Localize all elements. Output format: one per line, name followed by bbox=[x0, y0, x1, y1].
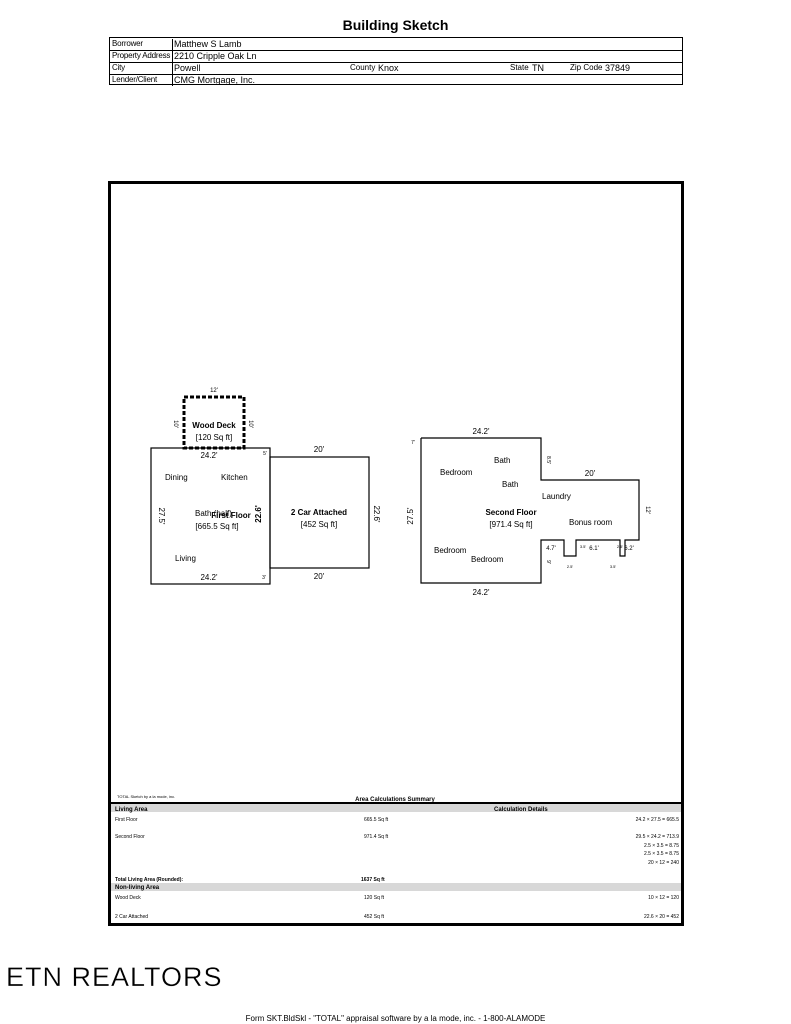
first-floor-row-label: First Floor bbox=[115, 817, 138, 823]
deck-left-dim: 10' bbox=[172, 420, 178, 428]
bump-two-dim: 6.1' bbox=[589, 546, 599, 552]
borrower-label: Borrower bbox=[112, 39, 173, 50]
zip-label: Zip Code bbox=[570, 63, 603, 72]
room-laundry: Laundry bbox=[542, 492, 571, 501]
deck-top-dim: 12' bbox=[210, 388, 218, 394]
address-row: Property Address 2210 Cripple Oak Ln bbox=[110, 50, 682, 63]
page-title: Building Sketch bbox=[342, 17, 449, 33]
bump-depth-two-dim: 3.5' bbox=[580, 544, 587, 549]
second-floor-left-small-dim: 7' bbox=[411, 440, 415, 446]
first-floor-bottom-dim: 24.2' bbox=[200, 573, 218, 582]
garage-name: 2 Car Attached bbox=[291, 508, 347, 517]
second-floor-notch-dim: 8.5' bbox=[545, 456, 551, 464]
room-bedroom-lower: Bedroom bbox=[471, 555, 504, 564]
nonliving-header: Non-living Area bbox=[115, 885, 160, 891]
living-header-bar bbox=[111, 804, 681, 812]
garage-outline bbox=[269, 456, 370, 569]
second-floor-calc-2: 2.5 × 3.5 = 8.75 bbox=[644, 843, 679, 849]
second-floor-calc-3: 2.5 × 3.5 = 8.75 bbox=[644, 851, 679, 857]
room-bedroom-lower-left: Bedroom bbox=[434, 546, 467, 555]
garage-bottom-dim: 20' bbox=[314, 572, 325, 581]
footer-note: Form SKT.BldSkl - "TOTAL" appraisal soft… bbox=[245, 1014, 546, 1023]
lender-row: Lender/Client CMG Mortgage, Inc. bbox=[110, 74, 682, 86]
bump-width-dim: 2.5' bbox=[567, 564, 574, 569]
garage-row-calc: 22.6 × 20 = 452 bbox=[644, 914, 679, 920]
wood-deck-row-calc: 10 × 12 = 120 bbox=[648, 895, 679, 901]
first-floor-area: [665.5 Sq ft] bbox=[195, 522, 238, 531]
sketch-frame: 12' 10' 10' Wood Deck [120 Sq ft] 24.2' … bbox=[108, 181, 684, 926]
second-floor-lower-inner-dim: 9' bbox=[545, 560, 551, 564]
room-kitchen: Kitchen bbox=[221, 473, 248, 482]
first-floor-bottom-small-dim: 3' bbox=[262, 575, 266, 581]
deck-name: Wood Deck bbox=[192, 421, 236, 430]
room-bath-mid: Bath bbox=[502, 480, 518, 489]
county-label: County bbox=[350, 63, 376, 72]
second-floor-row-area: 971.4 Sq ft bbox=[364, 834, 389, 840]
city-row: City Powell County Knox State TN Zip Cod… bbox=[110, 62, 682, 75]
first-floor-row-area: 665.5 Sq ft bbox=[364, 817, 389, 823]
property-header-table: Borrower Matthew S Lamb Property Address… bbox=[109, 37, 683, 86]
second-floor-calc-4: 20 × 12 = 240 bbox=[648, 860, 679, 866]
second-floor-bottom-dim: 24.2' bbox=[472, 588, 490, 597]
borrower-row: Borrower Matthew S Lamb bbox=[110, 38, 682, 51]
second-floor-left-dim: 27.5' bbox=[406, 507, 415, 525]
first-floor-top-dim: 24.2' bbox=[200, 451, 218, 460]
address-value: 2210 Cripple Oak Ln bbox=[174, 51, 257, 61]
deck-right-dim: 10' bbox=[247, 420, 253, 428]
first-floor-top-small-dim: 5' bbox=[263, 451, 267, 457]
bump-depth-three-dim: 2.5' bbox=[617, 544, 624, 549]
bump-depth-one-dim: 3.5' bbox=[610, 564, 617, 569]
wood-deck-row-label: Wood Deck bbox=[115, 895, 141, 901]
zip-value: 37849 bbox=[605, 63, 631, 73]
room-bonus: Bonus room bbox=[569, 518, 612, 527]
garage-right-dim: 22.6' bbox=[372, 505, 381, 523]
living-header: Living Area bbox=[115, 807, 148, 813]
floor-plan-sketch: 12' 10' 10' Wood Deck [120 Sq ft] 24.2' … bbox=[111, 388, 681, 920]
room-bath-half: Bath (half) bbox=[195, 509, 232, 518]
total-living-value: 1637 Sq ft bbox=[361, 877, 385, 883]
room-dining: Dining bbox=[165, 473, 188, 482]
borrower-value: Matthew S Lamb bbox=[174, 39, 242, 49]
brand-logo-text: ETN REALTORS bbox=[6, 962, 223, 992]
sketch-credit: TOTAL Sketch by a la mode, inc. bbox=[117, 794, 175, 799]
second-floor-row-label: Second Floor bbox=[115, 834, 145, 840]
first-floor-left-dim: 27.5' bbox=[157, 507, 166, 525]
total-living-label: Total Living Area (Rounded): bbox=[115, 877, 183, 883]
second-floor-name: Second Floor bbox=[485, 508, 536, 517]
wood-deck-row-area: 120 Sq ft bbox=[364, 895, 385, 901]
calc-header: Calculation Details bbox=[494, 807, 548, 813]
garage-area: [452 Sq ft] bbox=[301, 520, 337, 529]
first-floor-row-calc: 24.2 × 27.5 = 665.5 bbox=[636, 817, 680, 823]
county-value: Knox bbox=[378, 63, 399, 73]
state-value: TN bbox=[532, 63, 544, 73]
city-value: Powell bbox=[174, 63, 201, 73]
bump-three-dim: 6.2' bbox=[624, 546, 634, 552]
room-bedroom-top: Bedroom bbox=[440, 468, 473, 477]
second-floor-top-dim: 24.2' bbox=[472, 427, 490, 436]
second-floor-right-dim: 12' bbox=[644, 506, 650, 514]
address-label: Property Address bbox=[112, 51, 173, 62]
first-floor-name: First Floor bbox=[211, 511, 251, 520]
first-floor-right-dim: 22.6' bbox=[254, 505, 263, 523]
state-label: State bbox=[510, 63, 529, 72]
city-label: City bbox=[112, 63, 173, 74]
bump-one-dim: 4.7' bbox=[546, 546, 556, 552]
second-floor-calc-1: 29.5 × 24.2 = 713.9 bbox=[636, 834, 680, 840]
room-living: Living bbox=[175, 554, 196, 563]
summary-title: Area Calculations Summary bbox=[355, 797, 435, 803]
garage-top-dim: 20' bbox=[314, 445, 325, 454]
garage-row-area: 452 Sq ft bbox=[364, 914, 385, 920]
lender-value: CMG Mortgage, Inc. bbox=[174, 75, 256, 85]
second-floor-area: [971.4 Sq ft] bbox=[489, 520, 532, 529]
second-floor-mid-top-dim: 20' bbox=[585, 469, 596, 478]
deck-area: [120 Sq ft] bbox=[196, 433, 232, 442]
room-bath-top: Bath bbox=[494, 456, 510, 465]
lender-label: Lender/Client bbox=[112, 75, 173, 86]
nonliving-header-bar bbox=[111, 883, 681, 891]
garage-row-label: 2 Car Attached bbox=[115, 914, 148, 920]
second-floor-outline bbox=[420, 437, 640, 584]
